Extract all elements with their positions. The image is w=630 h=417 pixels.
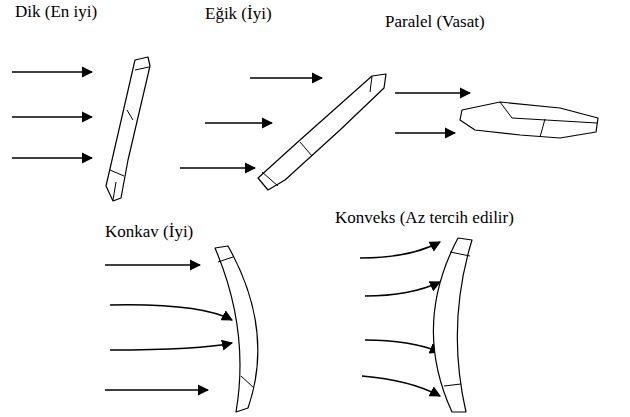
figure-label: Konkav (İyi) [105, 222, 193, 242]
figure-label: Eğik (İyi) [205, 4, 272, 24]
figure-label: Dik (En iyi) [15, 2, 97, 22]
figure-label: Konveks (Az tercih edilir) [335, 208, 514, 228]
figure-label: Paralel (Vasat) [385, 12, 485, 32]
